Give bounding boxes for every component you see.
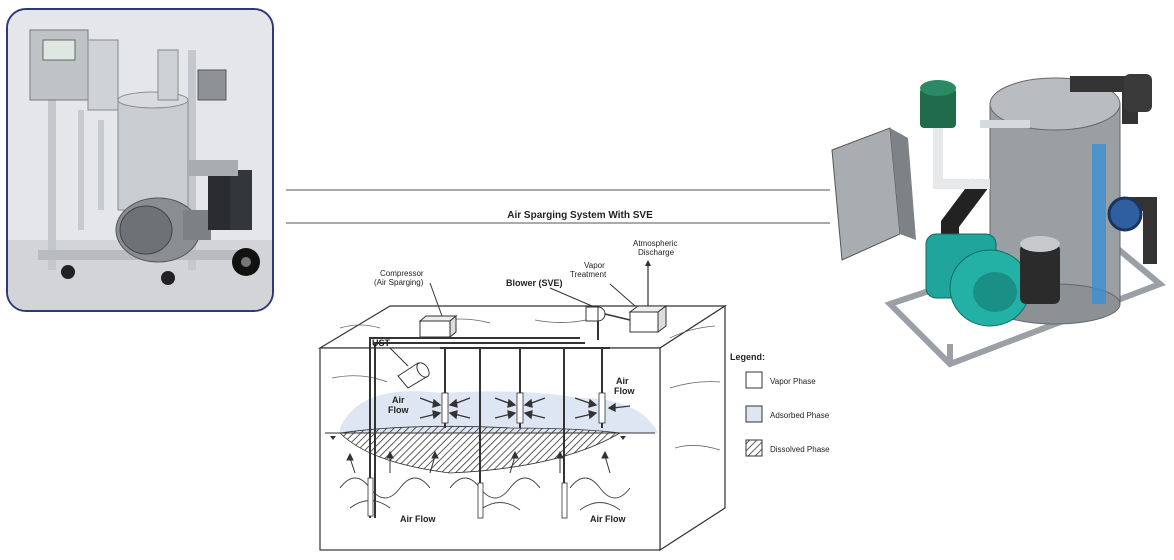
legend-label-vapor: Vapor Phase [770, 377, 816, 386]
air-flow-bottom-left: Air Flow [400, 514, 436, 524]
legend: Legend: Vapor Phase Adsorbed Phase Disso… [730, 352, 830, 457]
air-flow-left-1: Air [392, 395, 405, 405]
air-flow-right-2: Flow [614, 386, 635, 396]
legend-title: Legend: [730, 352, 765, 362]
blower-unit [585, 306, 606, 322]
compressor-label: Compressor [380, 269, 424, 278]
blower-label: Blower (SVE) [506, 278, 563, 288]
legend-label-adsorbed: Adsorbed Phase [770, 411, 830, 420]
diagram-title: Air Sparging System With SVE [507, 210, 653, 221]
equipment-render [830, 64, 1170, 380]
air-flow-right-1: Air [616, 376, 629, 386]
legend-swatch-vapor [745, 371, 763, 389]
ust-label: UST [372, 338, 391, 348]
legend-swatch-dissolved [745, 439, 763, 457]
legend-swatch-adsorbed [745, 405, 763, 423]
air-flow-bottom-right: Air Flow [590, 514, 626, 524]
vapor-treatment-label-1: Vapor [584, 261, 605, 270]
vapor-treatment-label-2: Treatment [570, 270, 607, 279]
air-flow-left-2: Flow [388, 405, 409, 415]
atmospheric-label-1: Atmospheric [633, 239, 677, 248]
legend-label-dissolved: Dissolved Phase [770, 445, 830, 454]
atmospheric-label-2: Discharge [638, 248, 675, 257]
compressor-sublabel: (Air Sparging) [374, 278, 424, 287]
compressor-unit [418, 314, 458, 339]
vapor-treatment-unit [628, 305, 668, 333]
adsorbed-phase-zone [340, 391, 658, 433]
air-sparging-diagram: Air Sparging System With SVE [280, 188, 866, 552]
ust-tank [397, 362, 430, 389]
equipment-photo [6, 8, 274, 312]
